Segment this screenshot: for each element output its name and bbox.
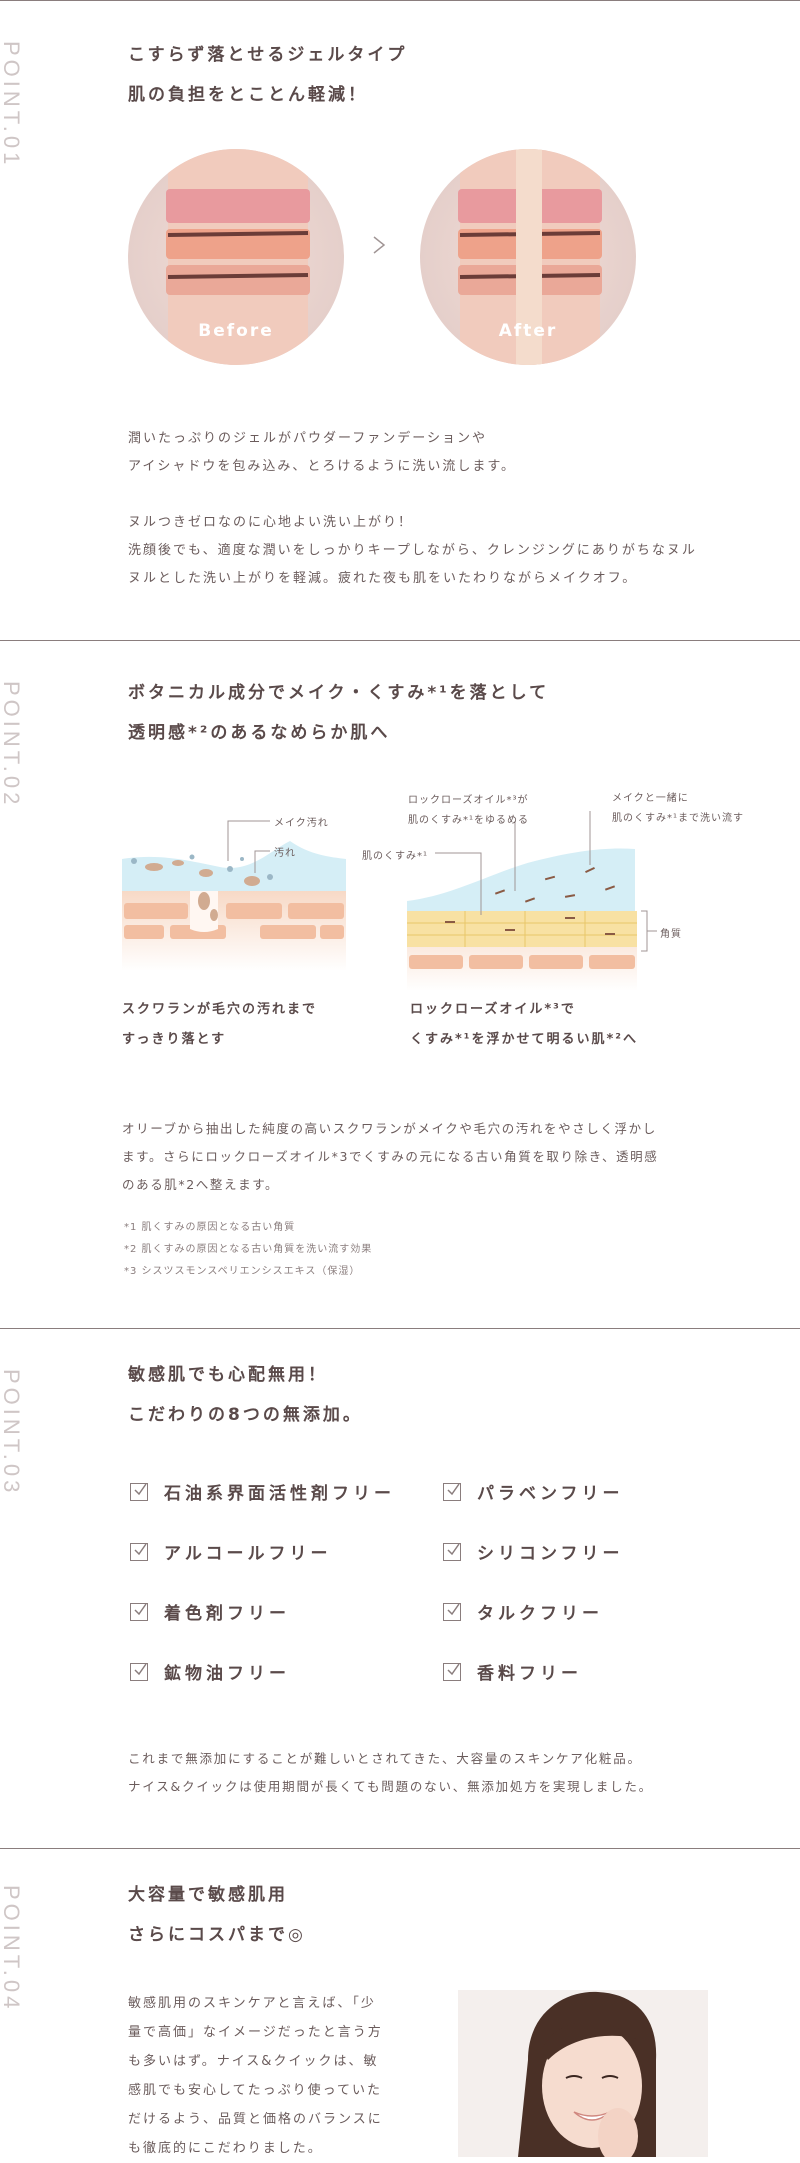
free-item: アルコールフリー bbox=[130, 1539, 332, 1564]
free-item: 鉱物油フリー bbox=[130, 1659, 290, 1684]
label-wash-away: メイクと一緒に 肌のくすみ*¹まで洗い流す bbox=[612, 793, 745, 824]
label-makeup-dirt: メイク汚れ bbox=[274, 818, 329, 829]
point-04-section: POINT.04 大容量で敏感肌用 さらにコスパまで◎ 敏感肌用のスキンケアと言… bbox=[0, 1848, 800, 2158]
point-02-heading: ボタニカル成分でメイク・くすみ*¹を落として 透明感*²のあるなめらか肌へ bbox=[128, 683, 550, 743]
point-03-section: POINT.03 敏感肌でも心配無用！ こだわりの8つの無添加。 石油系界面活性… bbox=[0, 1328, 800, 1849]
label-horny-layer: 角質 bbox=[660, 929, 682, 940]
squalane-caption: スクワランが毛穴の汚れまで すっきり落とす bbox=[122, 1002, 318, 1047]
checkbox-icon bbox=[130, 1482, 148, 1501]
after-image: After bbox=[420, 149, 636, 365]
point-01-paragraph-2: ヌルつきゼロなのに心地よい洗い上がり！ 洗顔後でも、適度な潤いをしっかりキープし… bbox=[128, 515, 697, 586]
label-dirt: 汚れ bbox=[274, 848, 296, 859]
checkbox-icon bbox=[443, 1662, 461, 1681]
rockrose-caption: ロックローズオイル*³で くすみ*¹を浮かせて明るい肌*²へ bbox=[410, 1002, 638, 1047]
free-item: 香料フリー bbox=[443, 1659, 582, 1684]
point-03-label: POINT.03 bbox=[0, 1369, 24, 1497]
checkbox-icon bbox=[443, 1542, 461, 1561]
checkbox-icon bbox=[443, 1482, 461, 1501]
point-02-paragraph: オリーブから抽出した純度の高いスクワランがメイクや毛穴の汚れをやさしく浮かし ま… bbox=[122, 1121, 659, 1192]
after-label: After bbox=[498, 321, 558, 341]
point-01-heading: こすらず落とせるジェルタイプ 肌の負担をとことん軽減！ bbox=[128, 45, 408, 105]
point-02-footnotes: *1 肌くすみの原因となる古い角質 *2 肌くすみの原因となる古い角質を洗い流す… bbox=[124, 1222, 373, 1277]
rockrose-diagram bbox=[407, 811, 657, 991]
point-04-label: POINT.04 bbox=[0, 1885, 24, 2013]
chevron-right-icon bbox=[373, 236, 386, 254]
free-item: タルクフリー bbox=[443, 1599, 603, 1624]
checkbox-icon bbox=[130, 1542, 148, 1561]
point-04-heading: 大容量で敏感肌用 さらにコスパまで◎ bbox=[128, 1885, 306, 1945]
point-04-paragraph: 敏感肌用のスキンケアと言えば、「少 量で高価」なイメージだったと言う方 も多いは… bbox=[128, 1996, 383, 2156]
point-03-paragraph: これまで無添加にすることが難しいとされてきた、大容量のスキンケア化粧品。 ナイス… bbox=[128, 1751, 653, 1794]
point-01-paragraph-1: 潤いたっぷりのジェルがパウダーファンデーションや アイシャドウを包み込み、とろけ… bbox=[128, 431, 517, 474]
free-item: パラベンフリー bbox=[443, 1479, 624, 1504]
before-image: Before bbox=[128, 149, 344, 365]
point-02-section: POINT.02 ボタニカル成分でメイク・くすみ*¹を落として 透明感*²のある… bbox=[0, 640, 800, 1329]
checkbox-icon bbox=[130, 1662, 148, 1681]
model-photo bbox=[458, 1990, 708, 2157]
free-item: シリコンフリー bbox=[443, 1539, 624, 1564]
label-rockrose-oil: ロックローズオイル*³が 肌のくすみ*¹をゆるめる bbox=[408, 795, 530, 826]
free-item: 着色剤フリー bbox=[130, 1599, 290, 1624]
checkbox-icon bbox=[130, 1602, 148, 1621]
point-01-section: POINT.01 こすらず落とせるジェルタイプ 肌の負担をとことん軽減！ Bef… bbox=[0, 0, 800, 641]
point-03-heading: 敏感肌でも心配無用！ こだわりの8つの無添加。 bbox=[128, 1365, 363, 1425]
point-01-label: POINT.01 bbox=[0, 41, 24, 169]
squalane-diagram bbox=[122, 820, 346, 971]
point-02-label: POINT.02 bbox=[0, 681, 24, 809]
free-item: 石油系界面活性剤フリー bbox=[130, 1479, 395, 1504]
before-label: Before bbox=[198, 321, 274, 341]
checkbox-icon bbox=[443, 1602, 461, 1621]
label-dullness: 肌のくすみ*¹ bbox=[362, 851, 429, 862]
